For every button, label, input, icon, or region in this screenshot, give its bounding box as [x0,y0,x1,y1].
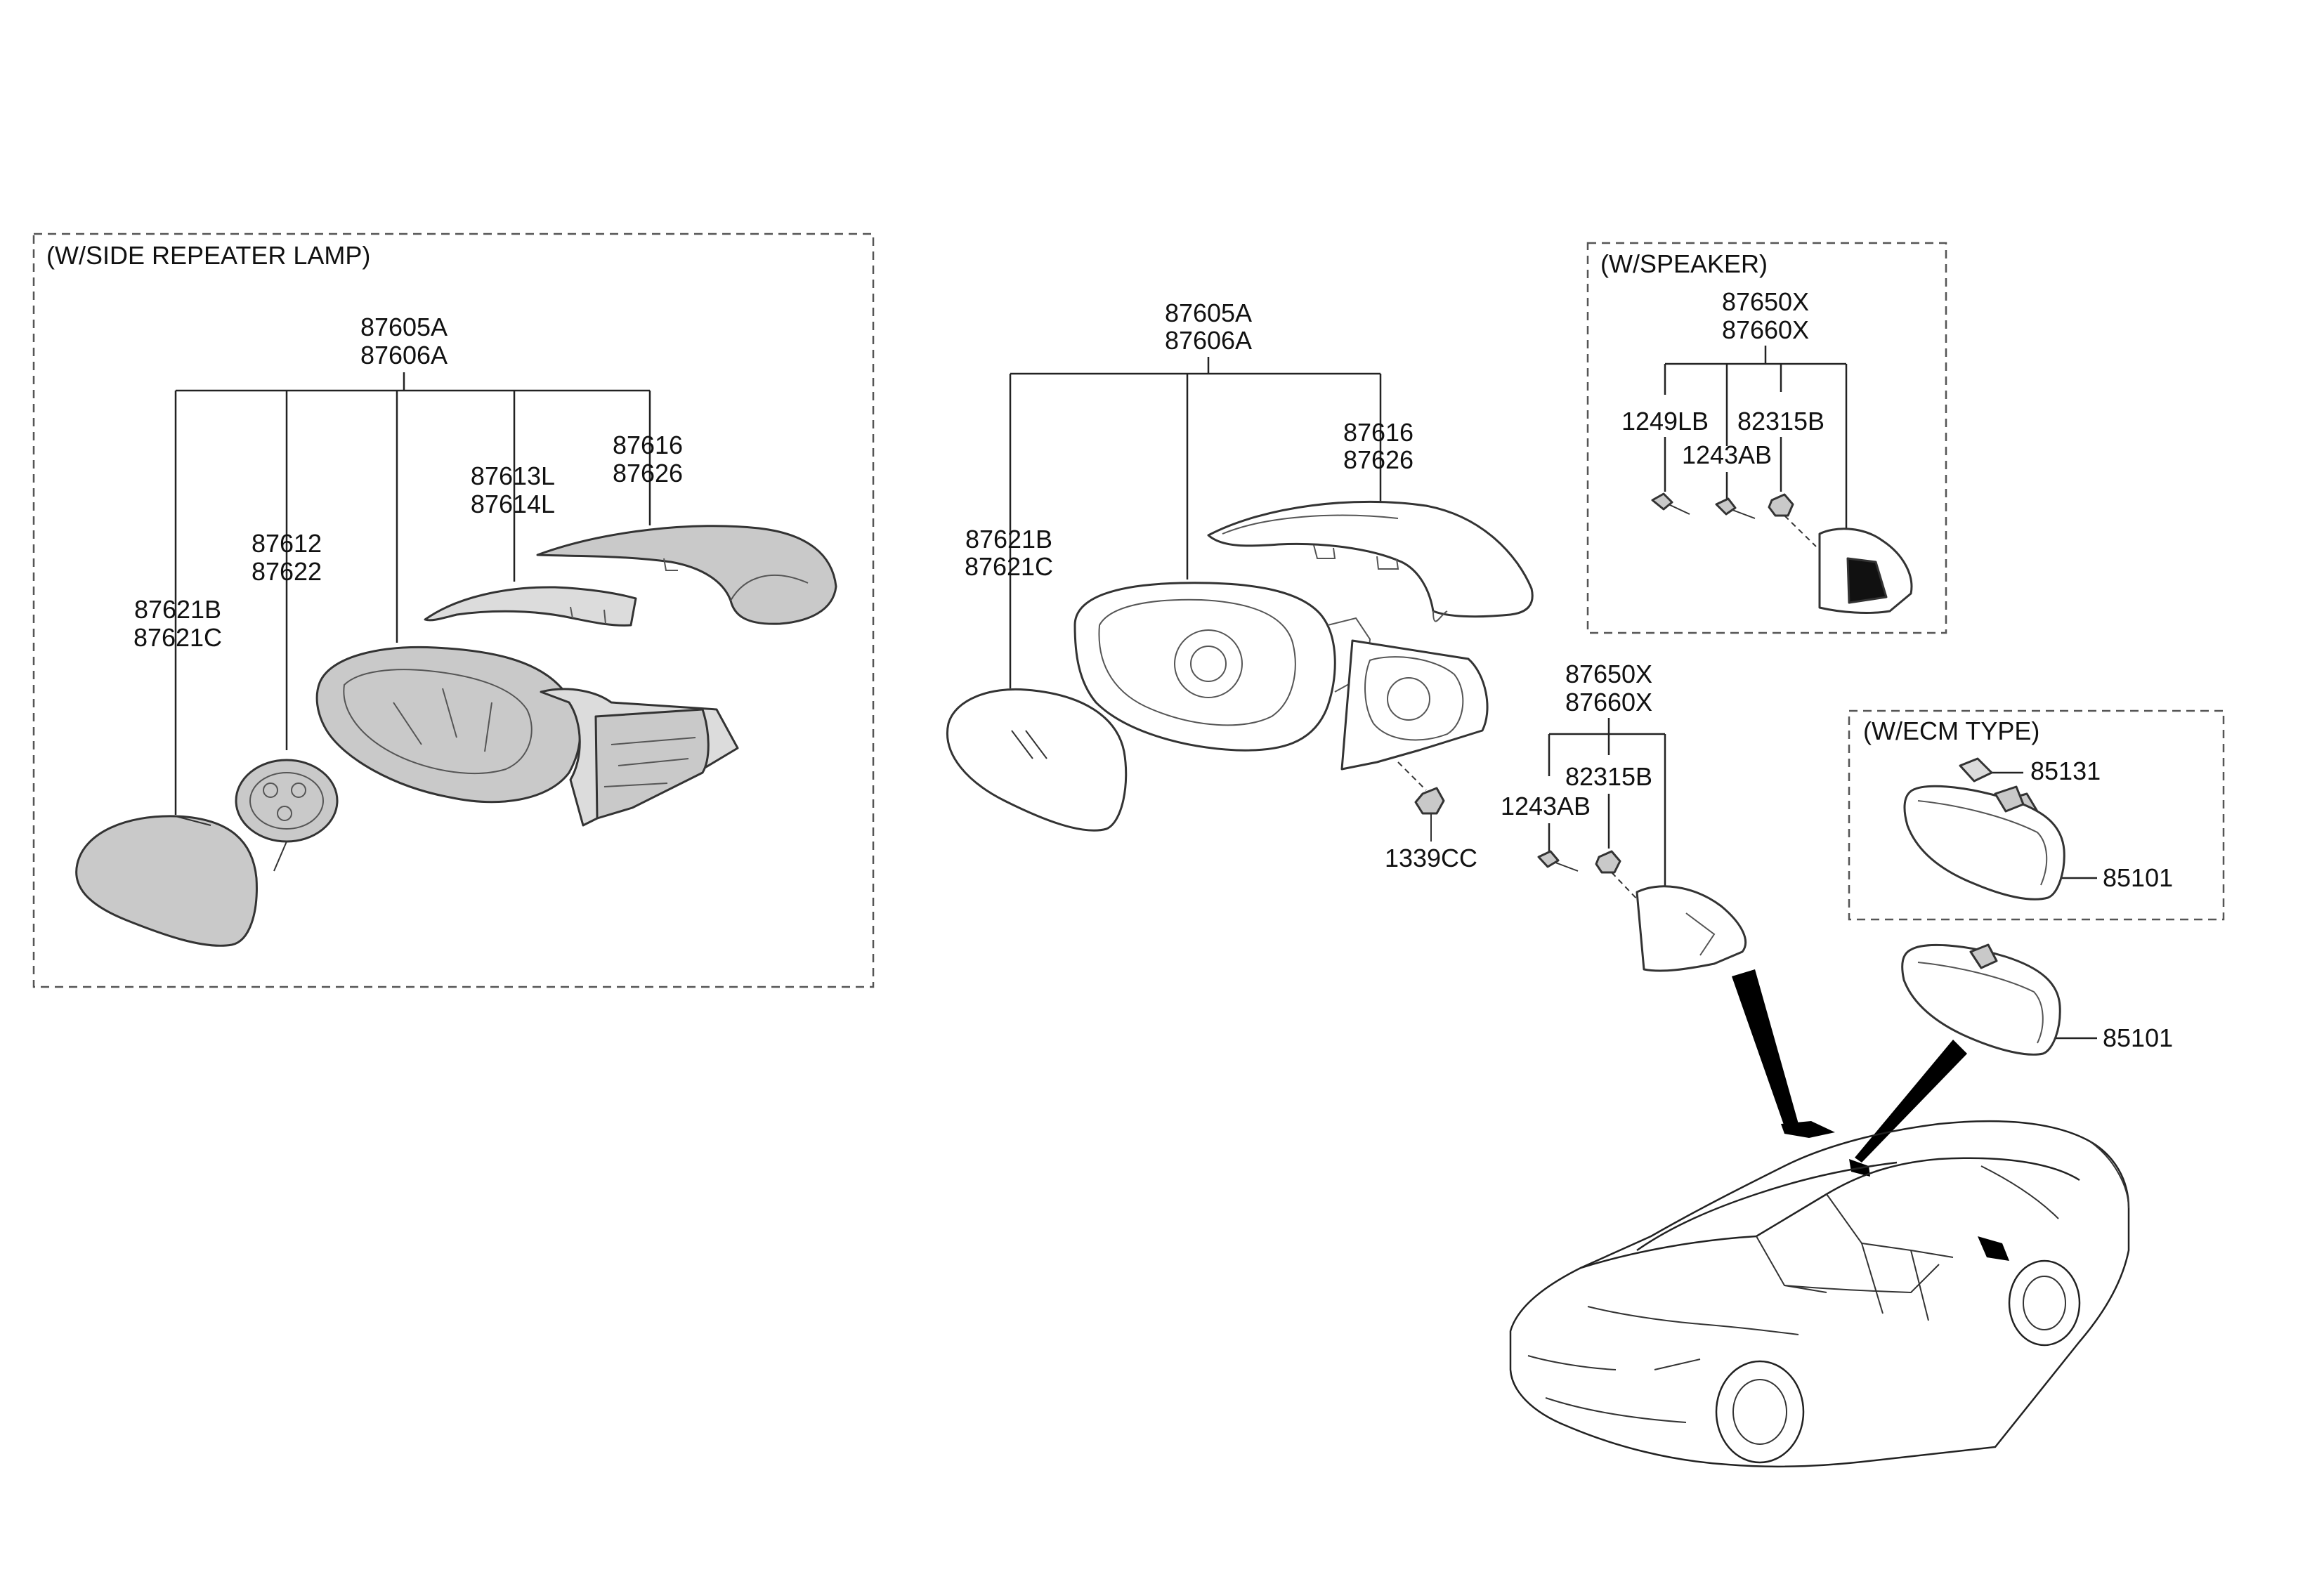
mirror-glass-mid [946,688,1128,832]
mirror-garnish [1636,885,1747,972]
group-ecm: (W/ECM TYPE) 85131 85101 [1848,709,2225,921]
screw-1243ab-speaker [1715,497,1756,519]
mirror-cover-left [536,525,837,625]
label-87621b-left: 87621B [134,595,221,624]
label-87621c-left: 87621C [133,623,222,652]
label-82315b-speaker: 82315B [1737,407,1824,436]
mirror-housing-mid [1073,582,1336,752]
label-1339cc: 1339CC [1385,844,1477,872]
label-87612: 87612 [252,529,322,558]
mirror-bracket-mid [1340,639,1489,771]
bolt-1249lb [1651,492,1690,515]
group-side-repeater: (W/SIDE REPEATER LAMP) 87605A 87606A 876… [32,233,875,988]
label-87605a-mid: 87605A [1165,299,1252,327]
label-1243ab-speaker: 1243AB [1682,440,1772,469]
group-side-repeater-frame [32,233,875,988]
label-87660x-speaker: 87660X [1722,315,1809,344]
label-82315b: 82315B [1565,762,1652,791]
callout-garnish [1732,969,1799,1127]
label-85131: 85131 [2030,757,2101,785]
nut-1339cc [1397,761,1445,842]
group-side-repeater-title: (W/SIDE REPEATER LAMP) [46,241,370,270]
label-87613l: 87613L [471,461,555,490]
vehicle-illustration [1509,969,2130,1467]
group-speaker-title: (W/SPEAKER) [1600,249,1768,278]
label-87660x: 87660X [1565,688,1652,716]
label-87622: 87622 [252,557,322,586]
label-87650x: 87650X [1565,660,1652,688]
clip-82315b [1595,850,1641,903]
clip-82315b-speaker [1768,493,1817,547]
group-garnish: 87650X 87660X 82315B 1243AB [1501,660,1747,972]
label-87605a-left: 87605A [360,313,448,341]
group-speaker-frame [1586,242,1947,634]
label-87616-left: 87616 [613,431,683,459]
mirror-housing-left [315,646,582,804]
label-1243ab: 1243AB [1501,792,1591,820]
ecm-inside-mirror [1903,785,2065,901]
label-87626-mid: 87626 [1343,445,1414,474]
label-87616-mid: 87616 [1343,418,1414,447]
callout-inside-mirror [1855,1040,1967,1163]
label-87614l: 87614L [471,490,555,518]
inside-rear-view-mirror [1901,943,2061,1056]
label-87621b-mid: 87621B [965,525,1052,554]
label-87621c-mid: 87621C [965,552,1053,581]
mirror-location-marker [1781,1121,1835,1138]
group-speaker: (W/SPEAKER) 87650X 87660X 1249LB 82315B … [1586,242,1947,634]
mirror-glass-left [75,815,258,947]
speaker-garnish [1818,528,1913,614]
label-85101-ecm: 85101 [2103,863,2173,892]
group-inside-mirror: 85101 [1901,943,2173,1056]
group-ecm-title: (W/ECM TYPE) [1863,716,2039,745]
label-87606a-left: 87606A [360,341,448,369]
mirror-cover-mid [1207,500,1534,618]
mirror-actuator-left [235,759,339,872]
label-87626-left: 87626 [613,459,683,487]
label-85101: 85101 [2103,1023,2173,1052]
label-87606a-mid: 87606A [1165,326,1252,355]
label-87650x-speaker: 87650X [1722,287,1809,316]
label-1249lb: 1249LB [1621,407,1709,436]
group-ecm-frame [1848,709,2225,921]
side-repeater-lamp [424,586,637,627]
screw-1243ab [1537,850,1579,872]
group-main-mirror: 87605A 87606A 87616 87626 87621B 87621C … [946,299,1534,872]
mirror-bracket-left [594,708,710,820]
